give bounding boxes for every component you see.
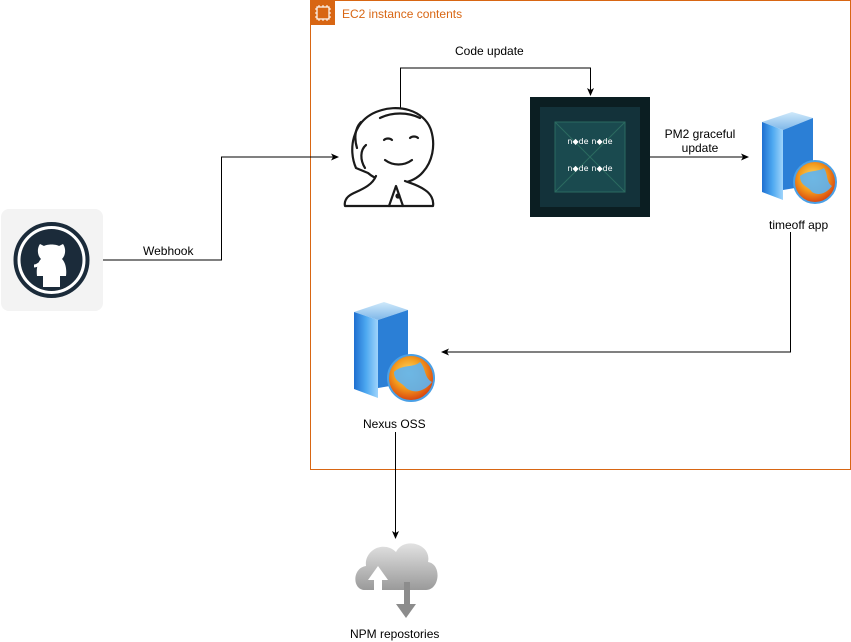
svg-text:n◆de: n◆de (591, 164, 612, 173)
ec2-group-label: EC2 instance contents (342, 7, 463, 21)
nexus-server-icon (354, 302, 435, 402)
pm2-edge-label: PM2 graceful update (660, 127, 740, 155)
pm2-edge-label-line2: update (681, 141, 719, 155)
timeoff-server-icon (762, 112, 837, 204)
ec2-group (310, 0, 851, 470)
code-update-edge-label: Code update (455, 44, 524, 58)
github-icon (1, 209, 103, 311)
svg-text:n◆de: n◆de (591, 137, 612, 146)
edge-code-update (400, 67, 594, 108)
webhook-edge-label: Webhook (143, 244, 194, 258)
timeoff-app-label: timeoff app (769, 218, 829, 232)
npm-cloud-icon (355, 543, 438, 618)
ec2-instance-icon (311, 1, 335, 25)
npm-repositories-label: NPM repostories (350, 627, 440, 641)
nexus-oss-label: Nexus OSS (363, 417, 426, 431)
pm2-edge-label-line1: PM2 graceful (664, 127, 736, 141)
jenkins-icon (343, 107, 435, 208)
edge-timeoff-to-nexus (441, 232, 791, 356)
nodejs-icon: n◆de n◆de n◆de n◆de (530, 97, 650, 217)
svg-text:n◆de: n◆de (567, 164, 588, 173)
edge-webhook (103, 153, 339, 261)
svg-text:n◆de: n◆de (567, 137, 588, 146)
